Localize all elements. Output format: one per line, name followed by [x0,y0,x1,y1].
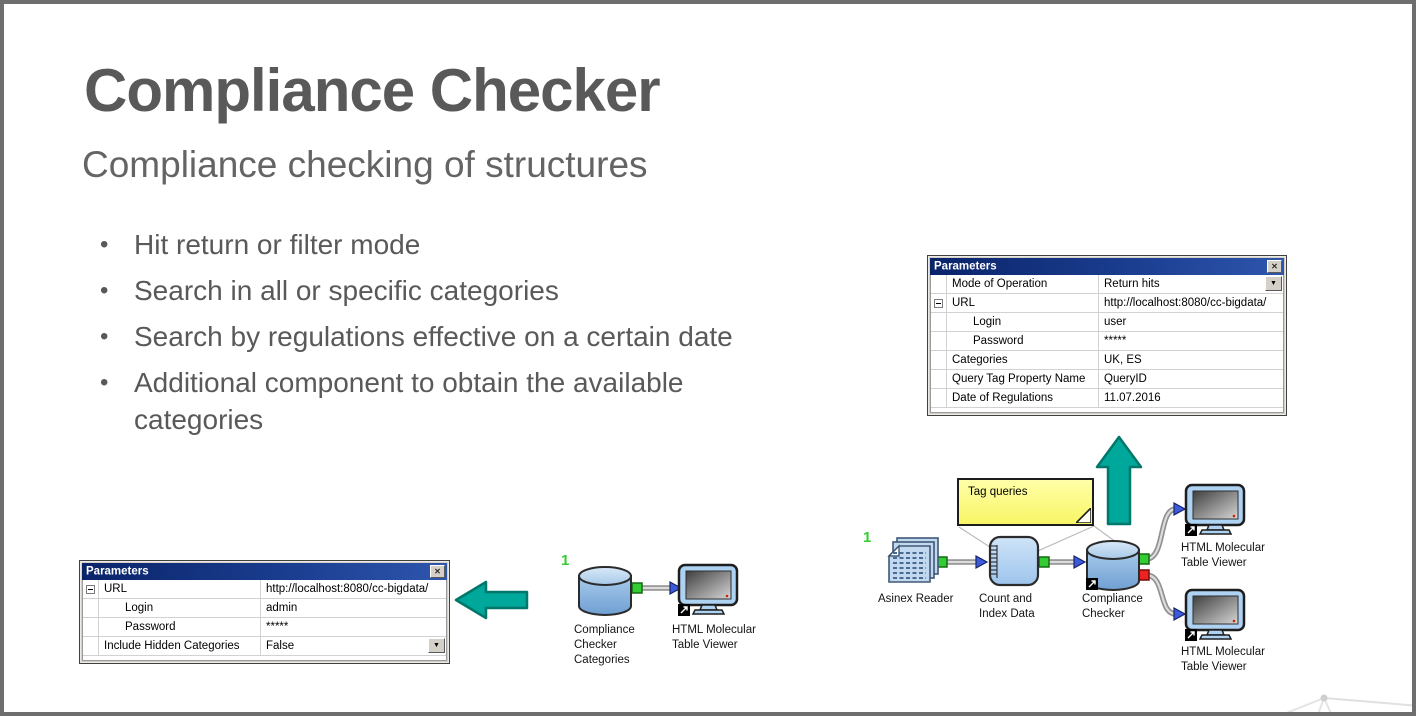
param-row: URL http://localhost:8080/cc-bigdata/ [83,580,446,599]
param-label: Mode of Operation [947,275,1099,293]
param-row: Login admin [83,599,446,618]
bullet-item: Search in all or specific categories [100,272,748,309]
node-label: Compliance Checker [1082,593,1143,620]
node-label: Count and Index Data [979,593,1035,620]
arrow-up-icon [1095,435,1143,526]
param-label: Include Hidden Categories [99,637,261,655]
param-label: Password [947,332,1099,350]
param-row: Categories UK, ES [931,351,1283,370]
param-value[interactable]: UK, ES [1104,354,1142,366]
parameters-dialog-categories: Parameters ✕ URL http://localhost:8080/c… [79,560,450,664]
param-value[interactable]: admin [266,602,298,614]
param-row: Date of Regulations 11.07.2016 [931,389,1283,408]
parameter-grid: URL http://localhost:8080/cc-bigdata/ Lo… [82,580,447,661]
param-row: URL http://localhost:8080/cc-bigdata/ [931,294,1283,313]
page-title: Compliance Checker [84,57,661,124]
bullet-item: Additional component to obtain the avail… [100,364,748,438]
page-subtitle: Compliance checking of structures [82,144,648,185]
param-label: URL [99,580,261,598]
param-row: Password ***** [83,618,446,637]
param-value[interactable]: QueryID [1104,373,1147,385]
node-compliance-checker[interactable] [1084,536,1142,594]
input-port-triangle [669,580,683,596]
param-row: Mode of Operation Return hits ▼ [931,275,1283,294]
workflow-annotation-note[interactable]: Tag queries [957,478,1094,526]
node-label: Compliance Checker Categories [574,624,635,666]
node-label: HTML Molecular Table Viewer [1181,646,1265,673]
note-text: Tag queries [968,486,1028,498]
param-value[interactable]: 11.07.2016 [1104,392,1161,404]
dropdown-arrow-icon[interactable]: ▼ [428,638,445,653]
close-icon[interactable]: ✕ [430,565,445,578]
param-label: Login [947,313,1099,331]
parameter-grid: Mode of Operation Return hits ▼ URL http… [930,275,1284,413]
link-badge-icon [1086,578,1098,590]
bullet-list: Hit return or filter mode Search in all … [100,226,760,447]
output-port-green [1038,556,1050,568]
parameters-dialog-main: Parameters ✕ Mode of Operation Return hi… [927,255,1287,416]
param-label: Date of Regulations [947,389,1099,407]
dialog-titlebar[interactable]: Parameters ✕ [930,258,1284,275]
arrow-left-icon [454,580,529,620]
param-row: Login user [931,313,1283,332]
param-label: Login [99,599,261,617]
node-html-table-viewer-bottom[interactable] [1184,588,1246,644]
param-row: Password ***** [931,332,1283,351]
dialog-titlebar[interactable]: Parameters ✕ [82,563,447,580]
network-decoration [1286,694,1412,712]
node-count-and-index-data[interactable] [986,535,1040,588]
bullet-item: Hit return or filter mode [100,226,748,263]
node-label: Asinex Reader [878,593,954,605]
param-value[interactable]: ***** [266,621,289,633]
param-label: URL [947,294,1099,312]
param-label: Categories [947,351,1099,369]
left-workflow-edges [454,580,683,620]
node-compliance-checker-categories[interactable] [576,562,634,619]
node-badge-1: 1 [863,529,872,546]
node-html-table-viewer-top[interactable] [1184,483,1246,539]
dropdown-arrow-icon[interactable]: ▼ [1265,276,1282,291]
note-fold-icon [1076,508,1091,523]
link-badge-icon [1185,629,1197,641]
param-value[interactable]: http://localhost:8080/cc-bigdata/ [266,583,429,595]
collapse-icon[interactable] [86,584,95,594]
input-port-triangle [1073,554,1087,570]
input-port-triangle [1173,501,1187,517]
node-asinex-reader[interactable] [882,536,942,588]
param-value[interactable]: user [1104,316,1127,328]
param-value[interactable]: False ▼ [261,637,446,655]
bullet-item: Search by regulations effective on a cer… [100,318,748,355]
param-label: Query Tag Property Name [947,370,1099,388]
param-row: Query Tag Property Name QueryID [931,370,1283,389]
param-label: Password [99,618,261,636]
link-badge-icon [1185,524,1197,536]
input-port-triangle [975,554,989,570]
dialog-title: Parameters [934,260,997,272]
node-label: HTML Molecular Table Viewer [672,624,756,651]
close-icon[interactable]: ✕ [1267,260,1282,273]
right-workflow-edges [936,435,1187,622]
param-value[interactable]: ***** [1104,335,1127,347]
dialog-title: Parameters [86,565,149,577]
node-badge-1: 1 [561,552,570,569]
param-value[interactable]: http://localhost:8080/cc-bigdata/ [1104,297,1267,309]
input-port-triangle [1173,606,1187,622]
param-value[interactable]: Return hits ▼ [1099,275,1283,293]
collapse-icon[interactable] [934,298,943,308]
node-html-table-viewer[interactable] [677,563,739,619]
node-label: HTML Molecular Table Viewer [1181,542,1265,569]
link-badge-icon [678,604,690,616]
param-row: Include Hidden Categories False ▼ [83,637,446,656]
